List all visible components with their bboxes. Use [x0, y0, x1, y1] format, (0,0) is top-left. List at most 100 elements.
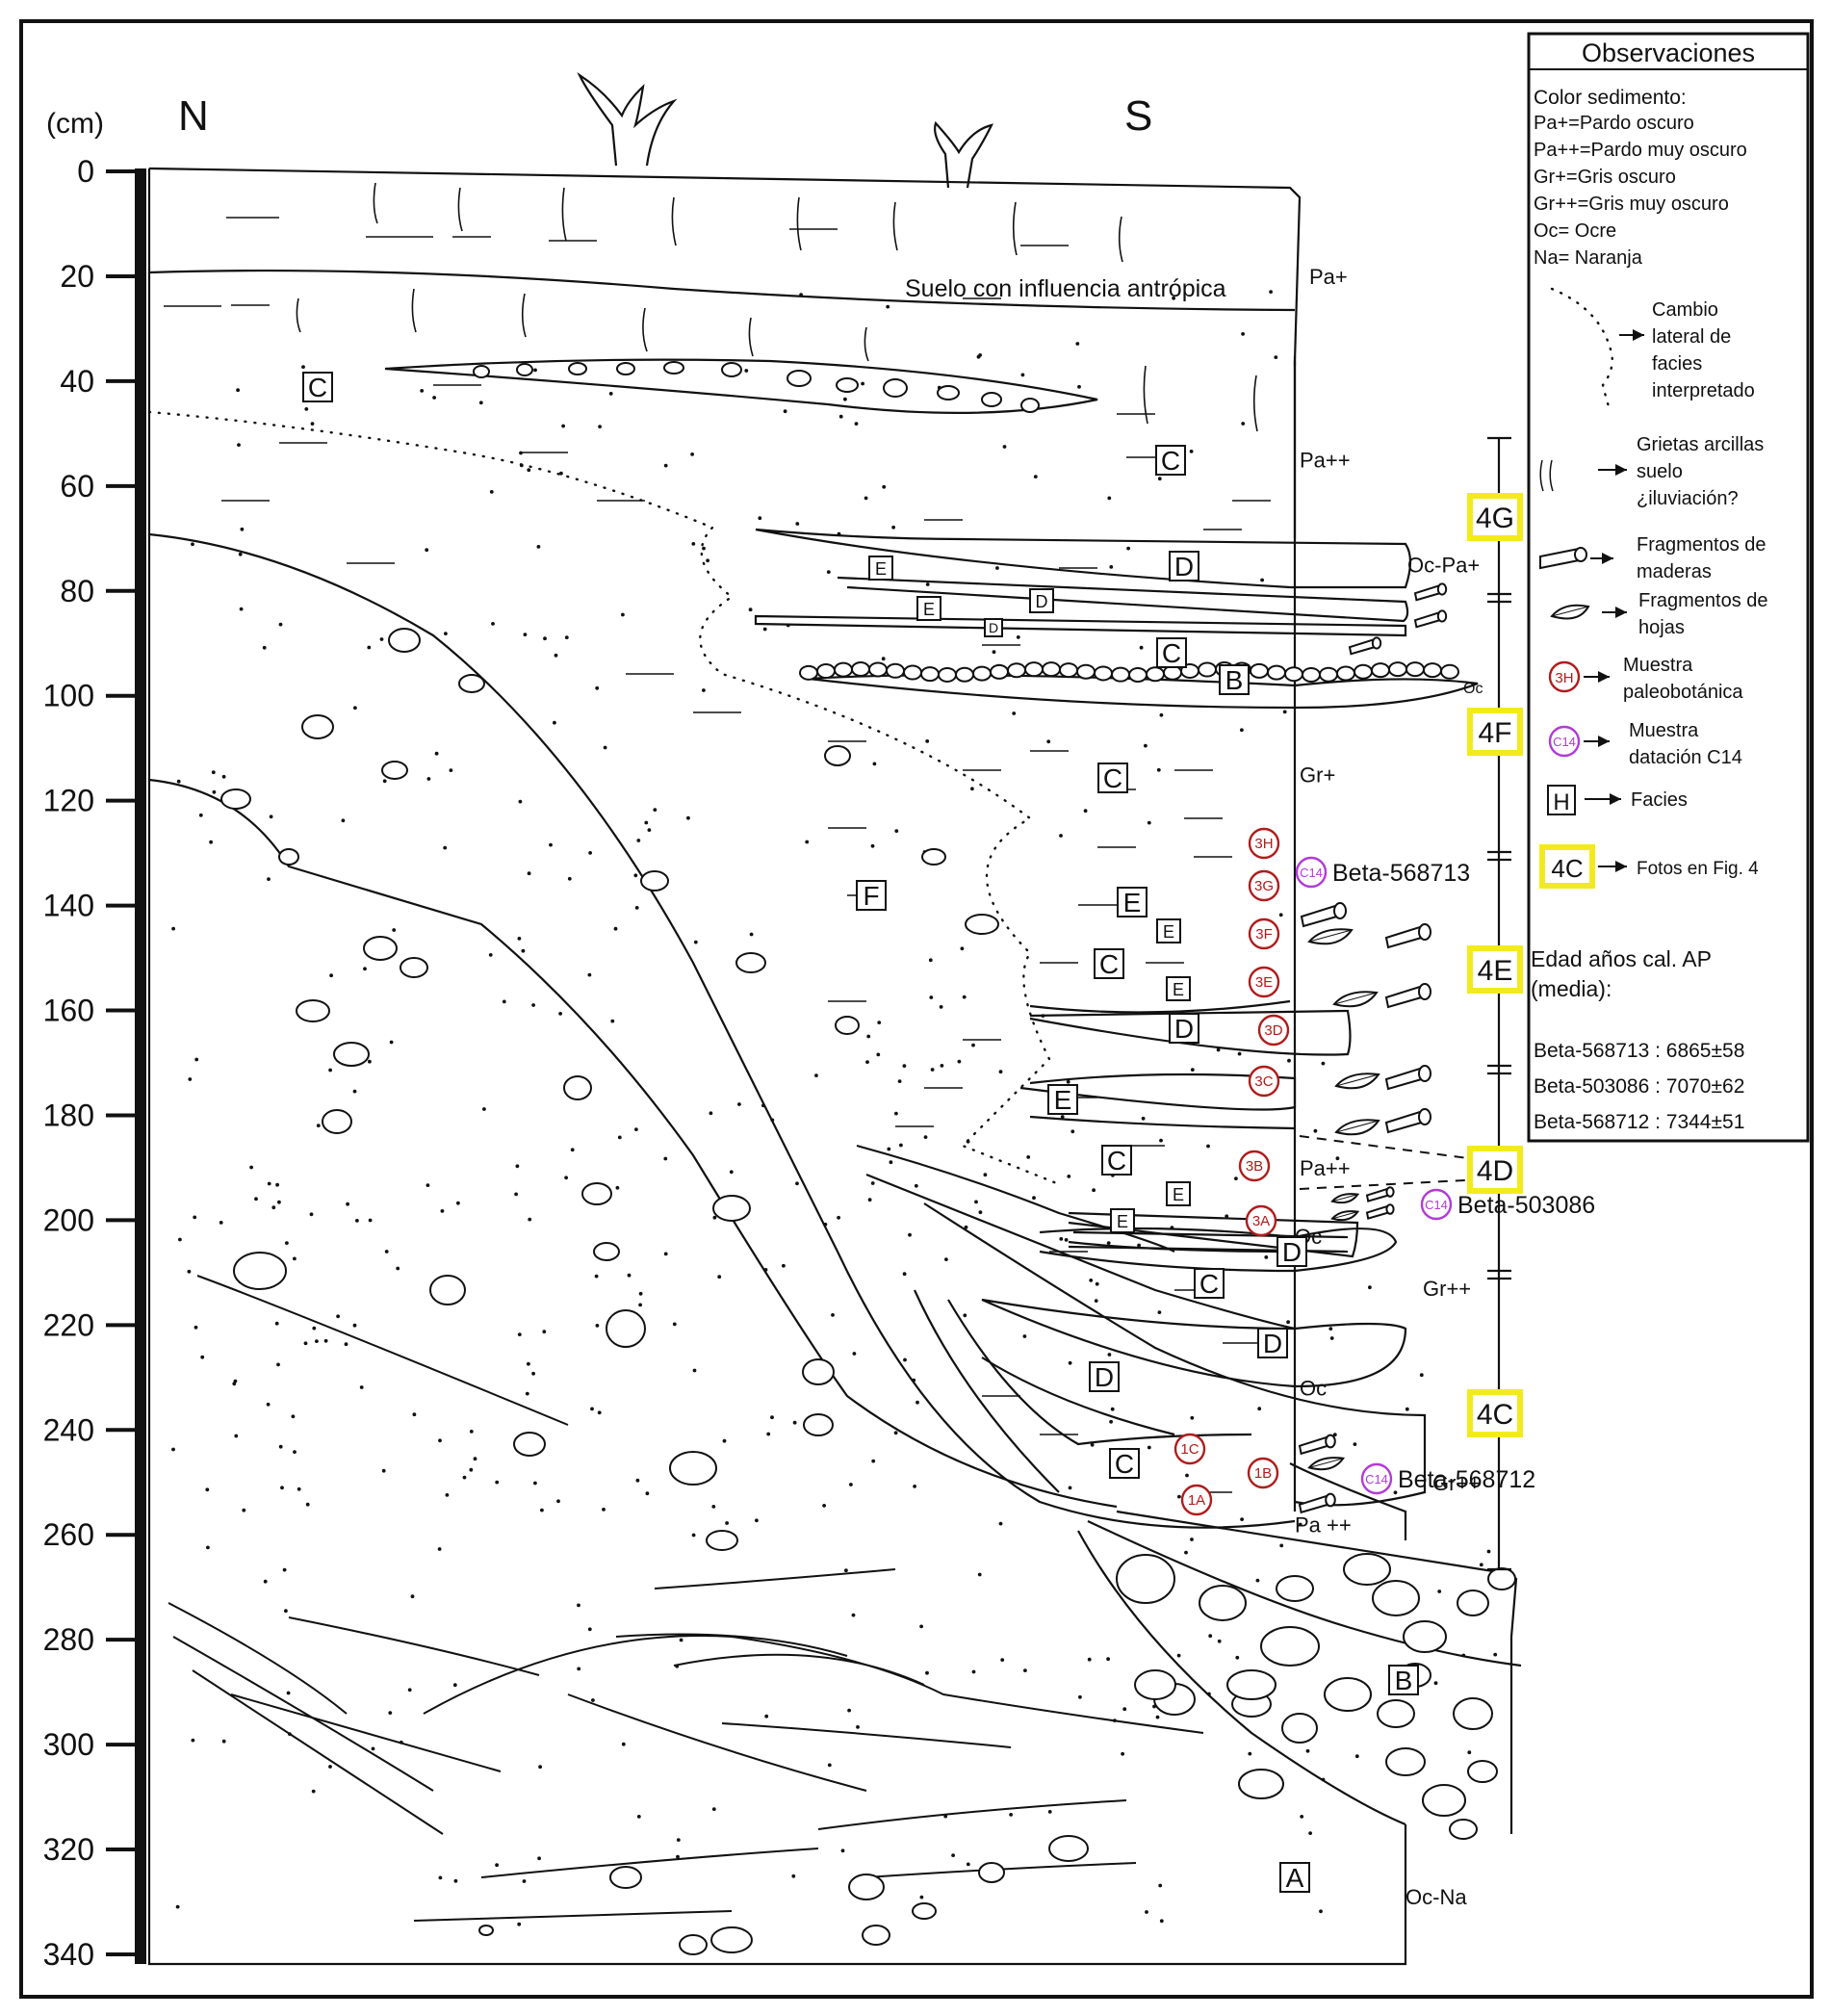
sediment-dot — [517, 937, 522, 941]
sediment-dot — [861, 381, 864, 386]
sediment-dot — [1189, 450, 1194, 453]
crack-icon — [1539, 459, 1554, 492]
facies-box — [1277, 1236, 1307, 1267]
sediment-dot — [209, 840, 214, 844]
sediment-dot — [239, 607, 244, 611]
pebble — [706, 1530, 738, 1551]
sediment-dot — [676, 1838, 681, 1842]
facies-box — [1097, 762, 1128, 793]
pebble — [1276, 1575, 1314, 1602]
sediment-dot — [872, 762, 877, 766]
sediment-dot — [837, 531, 841, 536]
sediment-dot — [638, 1291, 643, 1296]
sediment-dot — [396, 1266, 400, 1271]
sediment-dot — [887, 1147, 891, 1151]
pebble — [1487, 1567, 1516, 1590]
sediment-dot — [328, 1765, 332, 1769]
facies-box — [1194, 1268, 1225, 1299]
sediment-dot — [489, 490, 494, 494]
sediment-dot — [1335, 1156, 1340, 1161]
sediment-dot — [613, 926, 618, 931]
sample-label: 3F — [1255, 926, 1273, 943]
sediment-dot — [882, 484, 887, 489]
legend-color-item: Pa+=Pardo oscuro — [1534, 113, 1694, 134]
sediment-dot — [1308, 1831, 1312, 1835]
sediment-dot — [175, 1904, 180, 1909]
sediment-dot — [925, 739, 930, 743]
facies-box — [1047, 1084, 1078, 1115]
sediment-dot — [198, 813, 203, 817]
pebble — [1226, 1669, 1277, 1700]
legend-photo-symbol: 4C — [1551, 854, 1583, 883]
sediment-dot — [469, 1467, 474, 1472]
sediment-dot — [978, 1210, 983, 1215]
wood-fragment-icon — [1298, 1434, 1336, 1456]
sediment-dot — [971, 1669, 976, 1674]
sediment-dot — [1329, 1336, 1334, 1340]
sediment-dot — [304, 407, 309, 411]
pebble — [1076, 663, 1096, 680]
stratigraphic-section — [147, 167, 1522, 1966]
sediment-dot — [444, 632, 448, 635]
sediment-dot — [634, 1127, 638, 1131]
wood-fragment-icon — [1413, 609, 1448, 629]
sediment-dot — [693, 940, 698, 944]
sediment-dot — [886, 304, 890, 309]
wood-fragment-icon — [1298, 1492, 1336, 1514]
sediment-dot — [280, 1486, 284, 1490]
pebble — [1059, 662, 1078, 679]
sediment-dot — [412, 1412, 417, 1417]
sediment-dot — [795, 522, 800, 526]
depth-axis-ticks: 0204060801001201401601802002202402602803… — [43, 154, 141, 1972]
sediment-dot — [1032, 1196, 1036, 1201]
sediment-dot — [782, 1263, 786, 1268]
pebble — [1128, 666, 1148, 683]
sediment-dot — [271, 1205, 276, 1210]
sediment-dot — [533, 1481, 537, 1486]
sediment-dot — [1206, 1144, 1210, 1149]
wood-fragment-icon — [1348, 636, 1382, 656]
color-code-label: Oc — [1463, 681, 1483, 697]
facies-label: D — [989, 620, 998, 635]
photo-ref-label: 4C — [1477, 1399, 1513, 1431]
pebble — [679, 1934, 708, 1955]
sediment-dot — [1110, 1407, 1115, 1411]
sediment-dot — [1155, 1715, 1160, 1719]
sediment-dot — [1278, 913, 1283, 918]
sediment-dot — [1461, 1653, 1466, 1658]
pebble — [836, 377, 859, 393]
sediment-dot — [438, 1438, 442, 1443]
sediment-dot — [277, 1200, 281, 1204]
sediment-dot — [1255, 1578, 1260, 1583]
facies-label: D — [1036, 592, 1048, 611]
sediment-dot — [1059, 834, 1063, 838]
sediment-dot — [284, 1609, 288, 1614]
pebble — [606, 1309, 646, 1348]
sediment-dot — [449, 768, 453, 772]
sediment-dot — [191, 1738, 195, 1743]
sediment-dot — [634, 906, 639, 910]
sediment-dot — [943, 1814, 948, 1819]
sediment-dot — [1107, 1353, 1112, 1357]
sample-label: 3C — [1254, 1073, 1273, 1090]
wood-fragment-icon — [1384, 983, 1431, 1009]
sediment-dot — [925, 582, 930, 586]
pebble — [735, 952, 766, 973]
sediment-dot — [1274, 355, 1278, 359]
sediment-dot — [992, 650, 996, 655]
sediment-dot — [1159, 1138, 1163, 1143]
sediment-dot — [977, 1572, 982, 1577]
sediment-dot — [1141, 1116, 1146, 1121]
sediment-dot — [293, 1450, 297, 1454]
sediment-dot — [903, 1357, 907, 1362]
sediment-dot — [440, 1209, 445, 1213]
sediment-dot — [702, 688, 706, 692]
pebble — [1048, 1835, 1089, 1862]
facies-label: E — [1173, 1185, 1184, 1204]
pebble — [1302, 666, 1321, 683]
sediment-dot — [755, 1518, 759, 1523]
pebble — [1453, 1697, 1493, 1730]
sediment-dot — [1479, 1563, 1483, 1567]
